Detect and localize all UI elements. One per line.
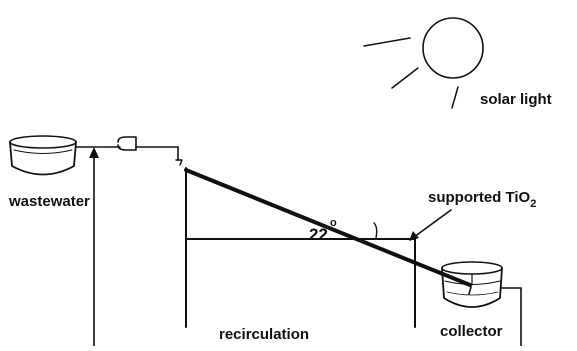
pointer-arrow-icon: [409, 231, 419, 241]
sun-ray-lower-left: [391, 67, 419, 89]
angle-unit: o: [330, 217, 337, 229]
collector-outlet-line: [501, 287, 522, 347]
support-frame: [185, 167, 416, 328]
sun-ray-down: [451, 86, 459, 109]
feed-line: [75, 136, 183, 166]
recirculation-line: [89, 147, 99, 347]
angle-value: 22: [309, 225, 328, 244]
sun-ray-left: [363, 37, 411, 47]
supported-tio2-subscript: 2: [530, 198, 536, 210]
inclined-plate: [184, 168, 472, 287]
collector-label: collector: [440, 323, 503, 340]
angle-arc: [373, 222, 378, 239]
collector-tank: [441, 261, 503, 308]
pointer-line: [413, 209, 452, 238]
recirculation-label: recirculation: [219, 326, 309, 343]
sun-disk: [422, 17, 484, 79]
arrow-up-icon: [89, 147, 99, 158]
supported-tio2-main: supported TiO: [428, 189, 531, 206]
sun-icon: [363, 17, 484, 109]
pump-icon: [117, 136, 137, 151]
wastewater-tank: [9, 135, 77, 176]
solar-light-label: solar light: [480, 91, 552, 108]
wastewater-label: wastewater: [8, 193, 90, 210]
nozzle-icon: [175, 159, 183, 166]
supported-tio2-label: supported TiO2: [428, 189, 536, 210]
